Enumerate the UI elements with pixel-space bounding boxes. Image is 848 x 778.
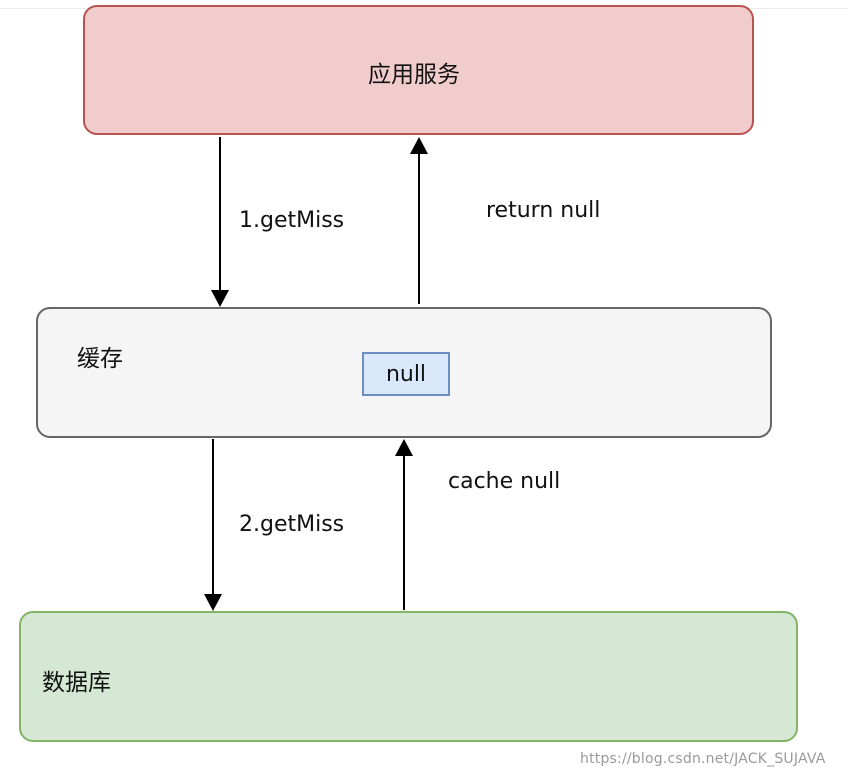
arrow-db-to-cache: [395, 439, 413, 610]
watermark-url: https://blog.csdn.net/JACK_SUJAVA: [580, 751, 826, 767]
cache-label: 缓存: [77, 346, 123, 372]
cache-value-label: null: [385, 361, 427, 387]
edge-label-cache-null: cache null: [448, 469, 561, 494]
app-service-label: 应用服务: [368, 62, 460, 88]
cache-node: 缓存 null: [36, 307, 772, 438]
edge-label-return-null: return null: [486, 198, 601, 223]
database-node: 数据库: [19, 611, 798, 742]
database-label: 数据库: [42, 670, 111, 696]
cache-value-chip: null: [362, 352, 450, 396]
app-service-node: 应用服务: [83, 5, 754, 135]
edge-label-get-miss-2: 2.getMiss: [239, 512, 345, 537]
arrow-cache-to-db: [204, 439, 222, 611]
arrow-cache-to-app: [410, 137, 428, 304]
arrow-app-to-cache: [211, 137, 229, 307]
edge-label-get-miss-1: 1.getMiss: [239, 208, 345, 233]
